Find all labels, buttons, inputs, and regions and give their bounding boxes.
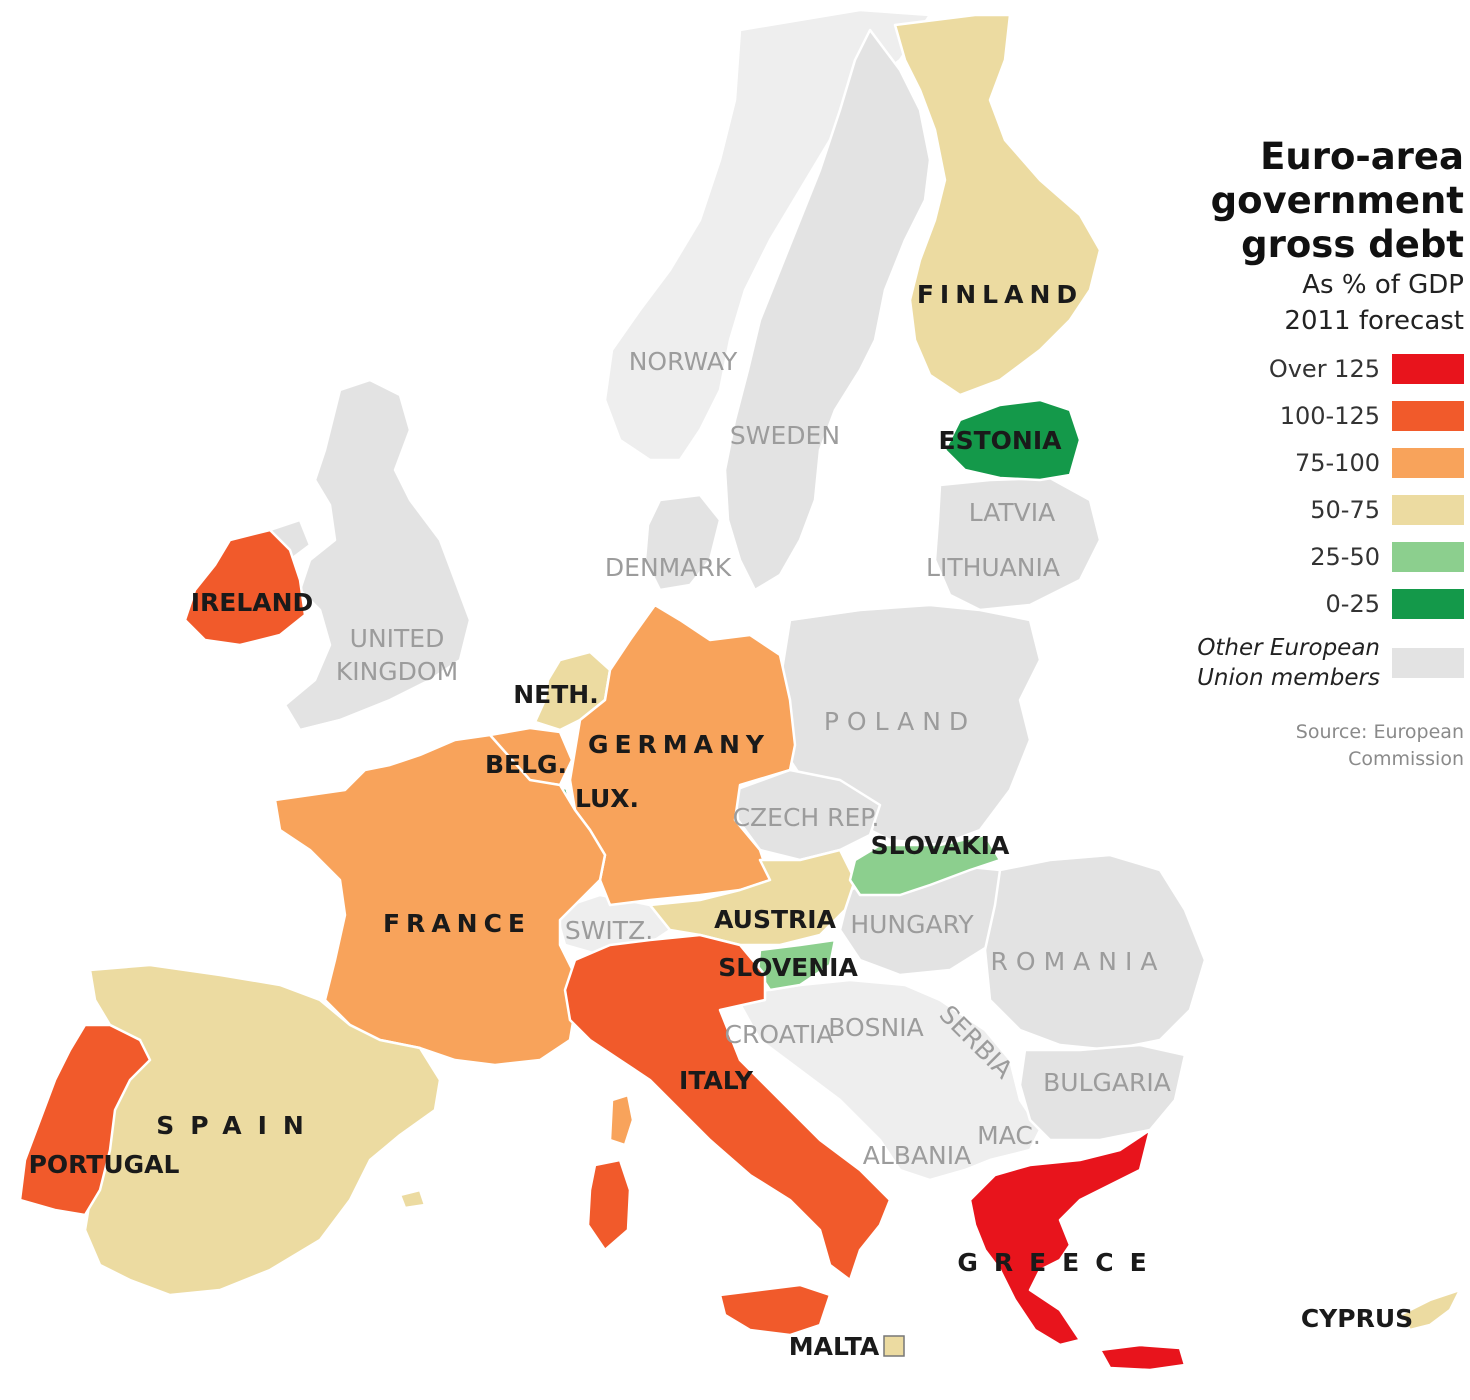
legend-label: 100-125 [1279,401,1380,430]
legend-other-row: Other European Union members [1164,633,1464,693]
label-hungary: HUNGARY [850,910,974,939]
label-france: FRANCE [383,909,531,938]
legend-label: 25-50 [1310,542,1380,571]
label-romania: ROMANIA [991,947,1166,976]
legend-row: 75-100 [1164,439,1464,486]
label-ireland: IRELAND [191,588,314,617]
legend-label: 50-75 [1310,495,1380,524]
country-germany [568,603,797,907]
country-estonia [943,398,1082,482]
legend-other-line2: Union members [1197,665,1380,691]
legend-label: Over 125 [1268,354,1380,383]
legend-label: 0-25 [1325,589,1380,618]
legend-other-swatch [1392,648,1464,678]
legend-subtitle-line2: 2011 forecast [1284,306,1464,336]
legend-swatch [1392,494,1464,525]
legend-swatch [1392,588,1464,619]
legend-row: 50-75 [1164,486,1464,533]
label-italy: ITALY [679,1066,754,1095]
label-germany: GERMANY [588,730,770,759]
legend: Euro-area government gross debt As % of … [1164,135,1464,773]
label-greece: GREECE [957,1248,1162,1277]
country-finland [893,13,1102,397]
country-cyprus [1398,1288,1462,1332]
label-malta: MALTA [789,1332,880,1361]
legend-row: 25-50 [1164,533,1464,580]
label-slovakia: SLOVAKIA [871,831,1010,860]
country-greece [968,1128,1187,1372]
legend-other-label: Other European Union members [1197,633,1380,693]
label-austria: AUSTRIA [714,905,836,934]
country-ireland [183,528,307,647]
country-corsica [608,1093,635,1147]
label-slovenia: SLOVENIA [718,953,858,982]
label-belg: BELG. [485,750,567,779]
legend-label: 75-100 [1294,448,1380,477]
label-bosnia: BOSNIA [828,1013,923,1042]
legend-row: Over 125 [1164,345,1464,392]
label-neth: NETH. [513,680,598,709]
label-latvia: LATVIA [969,498,1056,527]
label-lux: LUX. [575,784,639,813]
label-croatia: CROATIA [725,1020,834,1049]
country-slovakia [848,833,1002,897]
country-sweden [723,28,932,592]
label-lithuania: LITHUANIA [926,553,1060,582]
label-albania: ALBANIA [863,1141,971,1170]
label-uk-line2: KINGDOM [336,657,458,686]
source-note: Source: European Commission [1164,719,1464,773]
legend-title-line1: Euro-area [1260,135,1464,178]
malta-marker [883,1335,905,1357]
legend-swatch [1392,353,1464,384]
country-portugal [18,1023,152,1217]
label-spain: SPAIN [156,1111,320,1140]
country-italy [563,933,892,1337]
country-denmark [643,493,722,592]
label-estonia: ESTONIA [939,426,1063,455]
legend-swatch [1392,447,1464,478]
label-poland: POLAND [824,707,976,736]
legend-swatch [1392,400,1464,431]
label-denmark: DENMARK [605,553,732,582]
label-mac: MAC. [977,1121,1041,1150]
label-switz: SWITZ. [565,916,653,945]
label-cyprus: CYPRUS [1301,1304,1413,1333]
country-croatia-bosnia-serbia-albania-mac [733,978,1042,1182]
legend-categories: Over 125 100-125 75-100 50-75 25-50 0-25 [1164,345,1464,627]
country-romania [983,853,1207,1052]
label-finland: FINLAND [917,280,1083,309]
label-sweden: SWEDEN [730,421,840,450]
label-czech: CZECH REP. [733,803,880,832]
label-portugal: PORTUGAL [29,1150,180,1179]
label-norway: NORWAY [629,347,738,376]
legend-title-line2: government [1210,179,1464,222]
legend-other-line1: Other European [1197,635,1380,661]
source-line2: Commission [1348,748,1464,770]
source-line1: Source: European [1295,721,1464,743]
country-balearic [398,1188,427,1210]
legend-subtitle-line1: As % of GDP [1302,270,1464,300]
legend-row: 0-25 [1164,580,1464,627]
legend-title-line3: gross debt [1241,223,1464,266]
legend-swatch [1392,541,1464,572]
label-uk-line1: UNITED [350,624,445,653]
label-bulgaria: BULGARIA [1043,1068,1171,1097]
map-labels: NORWAY SWEDEN FINLAND ESTONIA LATVIA LIT… [29,280,1414,1361]
legend-row: 100-125 [1164,392,1464,439]
